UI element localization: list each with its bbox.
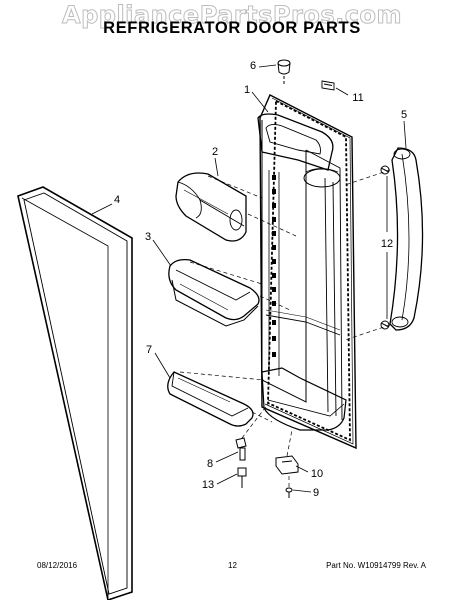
leader-lines — [91, 64, 407, 493]
door-handle — [389, 147, 424, 331]
lower-hinge-pin — [235, 437, 247, 488]
top-cap — [277, 59, 291, 86]
callout-2: 2 — [212, 146, 218, 158]
door-gasket — [17, 186, 133, 600]
lower-bracket — [275, 455, 299, 498]
refrigerator-door — [257, 94, 357, 450]
callout-7: 7 — [146, 344, 152, 356]
footer-part-number: Part No. W10914799 Rev. A — [326, 561, 426, 570]
callout-8: 8 — [207, 458, 213, 470]
callout-5: 5 — [401, 109, 407, 121]
callout-1: 1 — [244, 84, 250, 96]
upper-bin — [175, 172, 247, 242]
callout-3: 3 — [145, 231, 151, 243]
callout-4: 4 — [114, 194, 120, 206]
callout-10: 10 — [311, 468, 323, 480]
callout-12: 12 — [381, 238, 393, 250]
callout-13: 13 — [202, 479, 214, 491]
footer-date: 08/12/2016 — [37, 561, 78, 570]
footer-page-number: 12 — [228, 561, 237, 570]
callout-11: 11 — [352, 92, 363, 104]
door-bin — [168, 258, 260, 327]
callout-9: 9 — [313, 487, 319, 499]
door-label — [321, 80, 335, 91]
callout-labels: 1 2 3 4 5 6 7 8 9 10 11 12 13 — [114, 60, 407, 499]
watermark: AppliancePartsPros.com — [62, 1, 402, 30]
callout-6: 6 — [250, 60, 256, 72]
liner-rail-holes — [272, 175, 276, 357]
lower-bin — [167, 371, 254, 427]
explosion-lines — [179, 169, 391, 488]
diagram-title: REFRIGERATOR DOOR PARTS — [103, 19, 361, 37]
